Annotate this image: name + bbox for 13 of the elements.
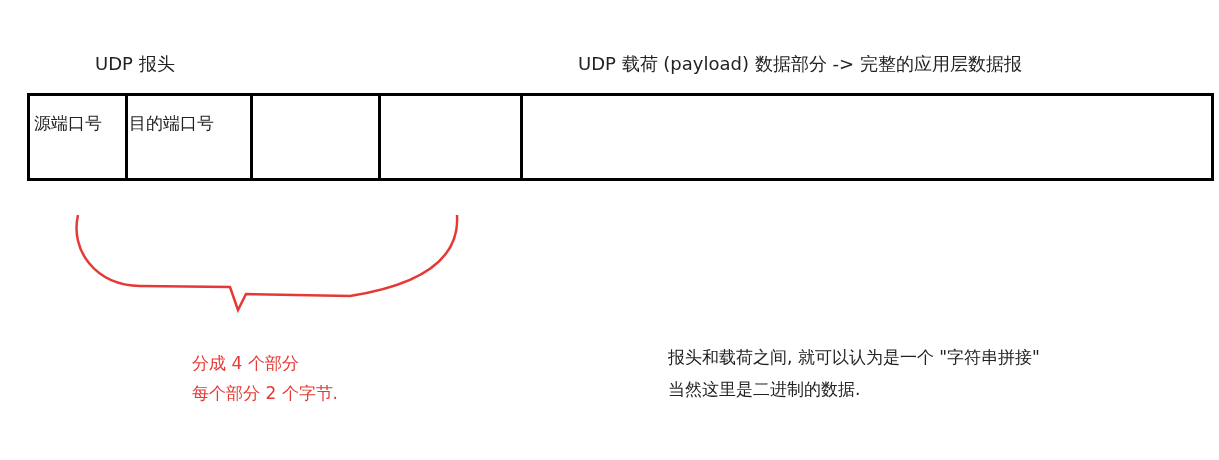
note-text: 分成 4 个部分 bbox=[192, 352, 299, 375]
field-label: 源端口号 bbox=[34, 112, 102, 135]
field-label: 目的端口号 bbox=[129, 112, 214, 135]
payload-box bbox=[520, 93, 1214, 181]
note-text: 当然这里是二进制的数据. bbox=[668, 378, 861, 401]
destination-port-cell bbox=[125, 93, 253, 181]
payload-title: UDP 载荷 (payload) 数据部分 -> 完整的应用层数据报 bbox=[578, 52, 1022, 76]
note-text: 报头和载荷之间, 就可以认为是一个 "字符串拼接" bbox=[668, 346, 1040, 369]
header-field-cell bbox=[378, 93, 523, 181]
note-text: 每个部分 2 个字节. bbox=[192, 382, 339, 405]
header-field-cell bbox=[250, 93, 381, 181]
source-port-cell bbox=[27, 93, 128, 181]
header-title: UDP 报头 bbox=[95, 52, 175, 76]
